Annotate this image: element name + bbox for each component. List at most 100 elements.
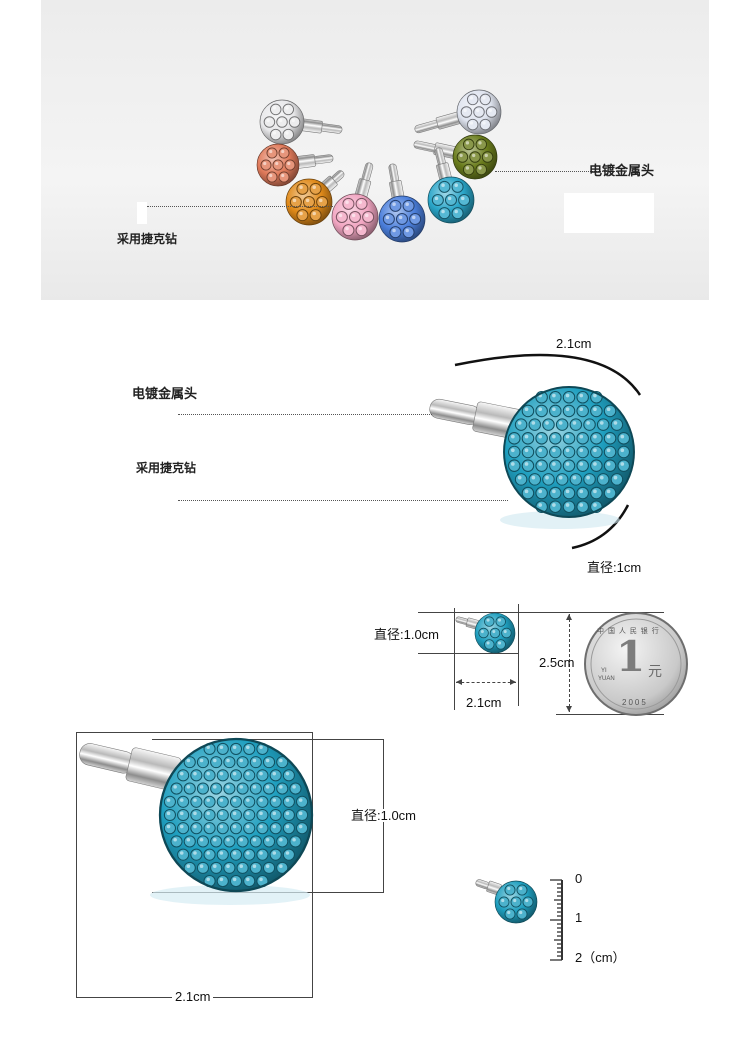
crystal-facet — [521, 459, 535, 472]
crystal-glint — [459, 153, 463, 158]
crystal-glint — [269, 173, 273, 178]
crystal-facet — [210, 835, 223, 848]
crystal-facet — [216, 822, 229, 835]
crystal-glint — [179, 771, 184, 776]
crystal-facet — [223, 782, 236, 795]
crystal-glint — [312, 211, 316, 216]
crystal-glint — [246, 824, 250, 829]
crystal-facet — [236, 756, 249, 769]
crystal-facet — [289, 835, 302, 848]
crystal-glint — [579, 393, 584, 398]
crystal-facet — [569, 418, 583, 431]
crystal-glint — [285, 811, 290, 816]
crystal-facet — [229, 808, 243, 822]
coin-height-line — [569, 614, 570, 712]
crystal-facet — [549, 390, 562, 404]
crystal-glint — [593, 448, 597, 453]
crystal-facet — [249, 756, 262, 769]
crystal-facet — [243, 822, 256, 835]
crystal-glint — [285, 131, 289, 135]
crystal-facet — [355, 224, 368, 237]
crystal-glint — [351, 213, 356, 218]
crystal-facet — [535, 432, 548, 445]
crystal-glint — [531, 475, 536, 480]
crystal-facet — [569, 473, 583, 486]
crystal-facet — [190, 808, 203, 822]
product-assortment-photo: 电镀金属头 采用捷克钻 — [41, 0, 709, 300]
crystal-glint — [345, 200, 349, 204]
dia-line-top — [152, 739, 384, 740]
crystal-glint — [285, 851, 290, 855]
crystal-glint — [305, 198, 310, 203]
crystal-facet — [444, 193, 458, 207]
crystal-glint — [364, 213, 369, 218]
stone-olive-green-outline — [452, 134, 498, 180]
crystal-glint — [226, 785, 230, 789]
crystal-glint — [572, 475, 577, 480]
crystal-glint — [460, 196, 465, 201]
crystal-glint — [281, 149, 285, 154]
crystal-glint — [465, 141, 470, 145]
crystal-glint — [179, 824, 184, 829]
crystal-glint — [338, 213, 343, 218]
diameter-arc — [571, 504, 630, 550]
crystal-glint — [265, 864, 270, 868]
crystal-glint — [206, 824, 210, 829]
crystal-glint — [480, 630, 484, 634]
crystal-facet — [583, 473, 596, 486]
crystal-glint — [219, 745, 224, 750]
crystal-facet — [190, 848, 203, 861]
crystal-facet — [603, 486, 617, 500]
crystal-facet — [462, 163, 475, 176]
crystal-facet — [243, 742, 256, 755]
crystal-glint — [524, 448, 529, 453]
crystal-glint — [252, 864, 257, 868]
crystal-facet — [216, 742, 229, 755]
crystal-facet — [617, 432, 631, 445]
crystal-glint — [219, 771, 224, 776]
crystal-facet — [590, 404, 603, 418]
crystal-glint — [454, 209, 458, 214]
crystal-glint — [232, 824, 237, 829]
crystal-glint — [447, 196, 452, 201]
crystal-glint — [507, 886, 511, 891]
crystal-glint — [519, 910, 523, 915]
dim-box-left — [76, 732, 77, 998]
crystal-facet — [262, 835, 276, 848]
crystal-glint — [606, 407, 611, 412]
dim-box-top — [76, 732, 312, 733]
crystal-facet — [469, 151, 481, 163]
width-arc — [454, 353, 642, 396]
crystal-facet — [507, 432, 521, 445]
crystal-glint — [272, 824, 277, 829]
crystal-facet — [236, 835, 249, 848]
crystal-glint — [193, 798, 197, 802]
crystal-facet — [617, 459, 631, 472]
crystal-glint — [599, 475, 604, 480]
crystal-glint — [259, 824, 263, 829]
crystal-facet — [282, 128, 295, 141]
crystal-glint — [166, 824, 171, 829]
crystal-glint — [620, 462, 625, 466]
crystal-glint — [173, 837, 177, 842]
crystal-facet — [535, 404, 548, 418]
crystal-facet — [528, 418, 542, 431]
crystal-facet — [342, 197, 355, 210]
crystal-glint — [358, 226, 362, 231]
crystal-facet — [236, 782, 249, 795]
crystal-glint — [239, 758, 243, 763]
crystal-glint — [471, 153, 476, 158]
crystal-glint — [441, 183, 445, 187]
crystal-facet — [535, 445, 548, 459]
crystal-glint — [285, 824, 290, 829]
crystal-glint — [565, 448, 570, 453]
crystal-facet — [516, 884, 528, 896]
crystal-facet — [501, 627, 512, 639]
crystal-glint — [565, 407, 570, 412]
crystal-glint — [266, 118, 270, 123]
crystal-glint — [269, 149, 273, 154]
crystal-facet — [272, 159, 284, 171]
crystal-facet — [495, 616, 506, 627]
crystal-facet — [576, 500, 589, 514]
